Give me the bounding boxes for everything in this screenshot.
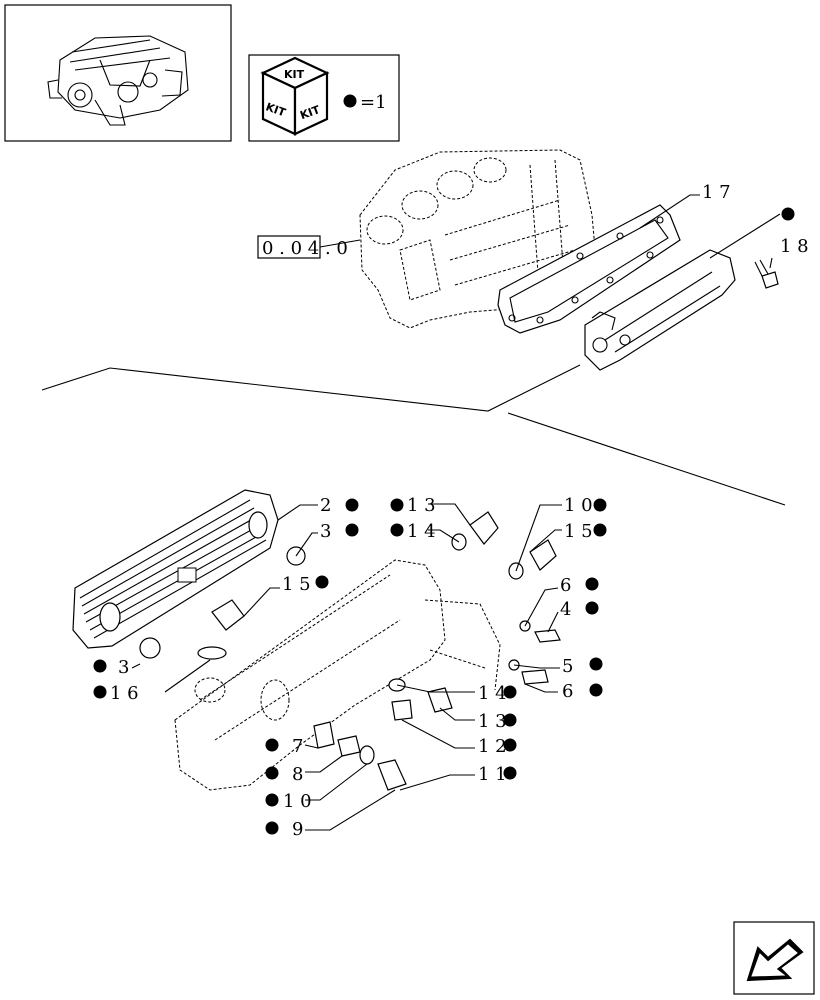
callout-13b: 1 3 [478, 711, 507, 732]
callout-13a: 1 3 [407, 495, 436, 516]
callout-dot [781, 207, 795, 221]
oil-cooler-housing-upper [584, 249, 736, 371]
kit-legend-box: KIT KIT KIT =1 [248, 54, 400, 142]
engine-thumbnail[interactable] [4, 4, 232, 142]
kit-legend-text: =1 [360, 92, 387, 113]
callout-5: 5 [562, 656, 573, 677]
callout-4: 4 [560, 599, 571, 620]
reference-text: 0 . 0 4 . 0 [262, 238, 348, 259]
callout-15a: 1 5 [282, 574, 311, 595]
kit-dot-icon [343, 94, 357, 108]
callout-dots [93, 498, 607, 835]
kit-cube-icon [260, 56, 330, 136]
callout-10b: 1 0 [283, 791, 312, 812]
callout-18: 1 8 [780, 236, 809, 257]
engine-icon [47, 35, 189, 126]
next-page-arrow-icon [746, 938, 804, 982]
callout-6b: 6 [562, 681, 573, 702]
cooler-core [72, 489, 279, 649]
oil-filter-housing-lower [174, 559, 501, 791]
callout-12: 1 2 [478, 736, 507, 757]
bolt-18 [754, 259, 779, 289]
callout-9: 9 [292, 819, 303, 840]
callout-8: 8 [292, 764, 303, 785]
leader-lines [131, 503, 562, 831]
callout-14a: 1 4 [407, 521, 436, 542]
callout-15b: 1 5 [564, 521, 593, 542]
callout-6a: 6 [560, 575, 571, 596]
callout-labels: 1 7 1 8 2 3 1 3 1 4 1 0 1 5 1 5 6 4 5 6 … [110, 182, 809, 840]
gasket-17 [497, 204, 681, 334]
callout-7: 7 [292, 736, 303, 757]
callout-16: 1 6 [110, 683, 139, 704]
small-parts [139, 511, 561, 791]
callout-3b: 3 [118, 657, 129, 678]
next-page-button[interactable] [733, 921, 815, 995]
callout-3a: 3 [320, 521, 331, 542]
reference-box[interactable]: 0 . 0 4 . 0 [257, 235, 348, 259]
callout-2: 2 [320, 495, 331, 516]
callout-14b: 1 4 [478, 683, 507, 704]
callout-10a: 1 0 [564, 495, 593, 516]
callout-11: 1 1 [478, 764, 507, 785]
kit-label-top: KIT [284, 68, 305, 81]
callout-17: 1 7 [702, 182, 731, 203]
